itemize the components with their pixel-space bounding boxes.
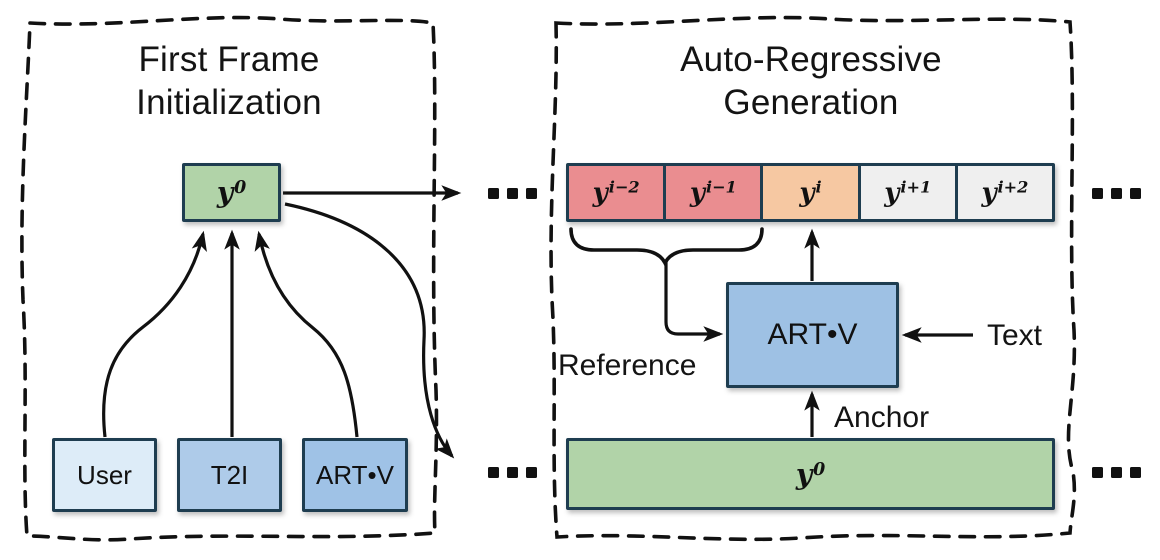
user-to-first-frame-arrow: [102, 230, 207, 438]
right-panel-title-line1: Auto-Regressive: [680, 40, 942, 79]
source-label-artv: ART•V: [316, 459, 394, 490]
frame-label-i: yi: [799, 177, 822, 208]
frame-cell-i-minus-1: yi−1: [666, 166, 761, 219]
right-panel-title-line2: Generation: [723, 83, 899, 123]
anchor-frame-bar: y0: [566, 438, 1055, 510]
first-frame-box: y0: [182, 163, 281, 222]
first-frame-label: y0: [216, 176, 247, 209]
ellipsis-icon-bottom-middle: [488, 467, 537, 478]
ellipsis-icon-top-right: [1092, 188, 1141, 199]
source-label-t2i: T2I: [210, 459, 249, 490]
source-box-t2i: T2I: [177, 438, 282, 512]
left-panel-title-line1: First Frame: [138, 40, 320, 79]
model-box-artv: ART•V: [726, 282, 899, 388]
source-box-user: User: [52, 438, 157, 512]
anchor-frame-label: y0: [795, 457, 826, 491]
frame-label-i-plus-1: yi+1: [884, 177, 932, 208]
frame-cell-i: yi: [763, 166, 858, 219]
frame-label-i-plus-2: yi+2: [981, 177, 1029, 208]
model-label: ART•V: [767, 318, 858, 351]
source-box-artv: ART•V: [302, 438, 408, 512]
right-panel-title: Auto-Regressive Generation: [606, 38, 1016, 125]
reference-label: Reference: [558, 349, 697, 382]
artv-to-first-frame-arrow: [254, 230, 359, 438]
ellipsis-icon-bottom-right: [1092, 467, 1141, 478]
frame-label-i-minus-1: yi−1: [689, 177, 737, 208]
reference-frames-brace: [569, 227, 764, 268]
left-panel-title-line2: Initialization: [136, 83, 322, 123]
frame-sequence-row: yi−2 yi−1 yi yi+1 yi+2: [566, 163, 1055, 222]
anchor-label: Anchor: [834, 401, 930, 434]
frame-label-i-minus-2: yi−2: [592, 177, 640, 208]
text-label: Text: [987, 319, 1043, 352]
frame-cell-i-plus-2: yi+2: [957, 166, 1053, 219]
first-frame-to-anchor-arrow: [284, 202, 455, 459]
source-label-user: User: [77, 459, 132, 490]
reference-to-model-arrow: [664, 262, 724, 342]
frame-cell-i-plus-1: yi+1: [860, 166, 955, 219]
ellipsis-icon-top-middle: [488, 188, 537, 199]
frame-cell-i-minus-2: yi−2: [569, 166, 664, 219]
left-panel-title: First Frame Initialization: [24, 38, 434, 125]
